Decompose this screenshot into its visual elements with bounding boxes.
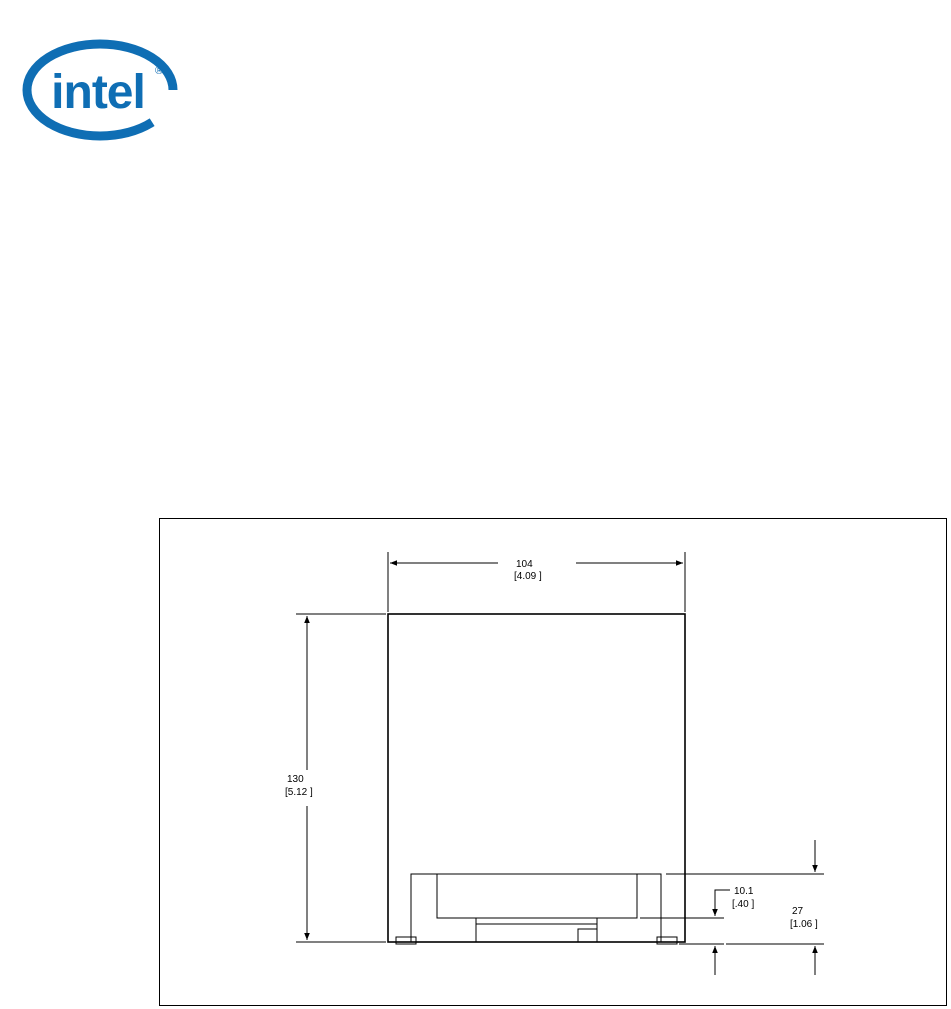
connector-strip — [476, 918, 597, 942]
right-foot — [657, 937, 677, 944]
left-foot — [396, 937, 416, 944]
total-dim-mm: 27 — [792, 906, 804, 917]
width-dim-in: [4.09 ] — [514, 571, 542, 582]
connector-tab — [578, 929, 597, 942]
offset-dim-in: [.40 ] — [732, 899, 754, 910]
component-body — [388, 614, 685, 942]
offset-leader — [715, 890, 730, 916]
height-dim-in: [5.12 ] — [285, 787, 313, 798]
height-dim-mm: 130 — [287, 774, 304, 785]
base-inner-panel — [437, 874, 637, 918]
offset-dim-mm: 10.1 — [734, 886, 754, 897]
width-dim-mm: 104 — [516, 559, 533, 570]
total-dim-in: [1.06 ] — [790, 919, 818, 930]
base-outer — [411, 874, 661, 942]
